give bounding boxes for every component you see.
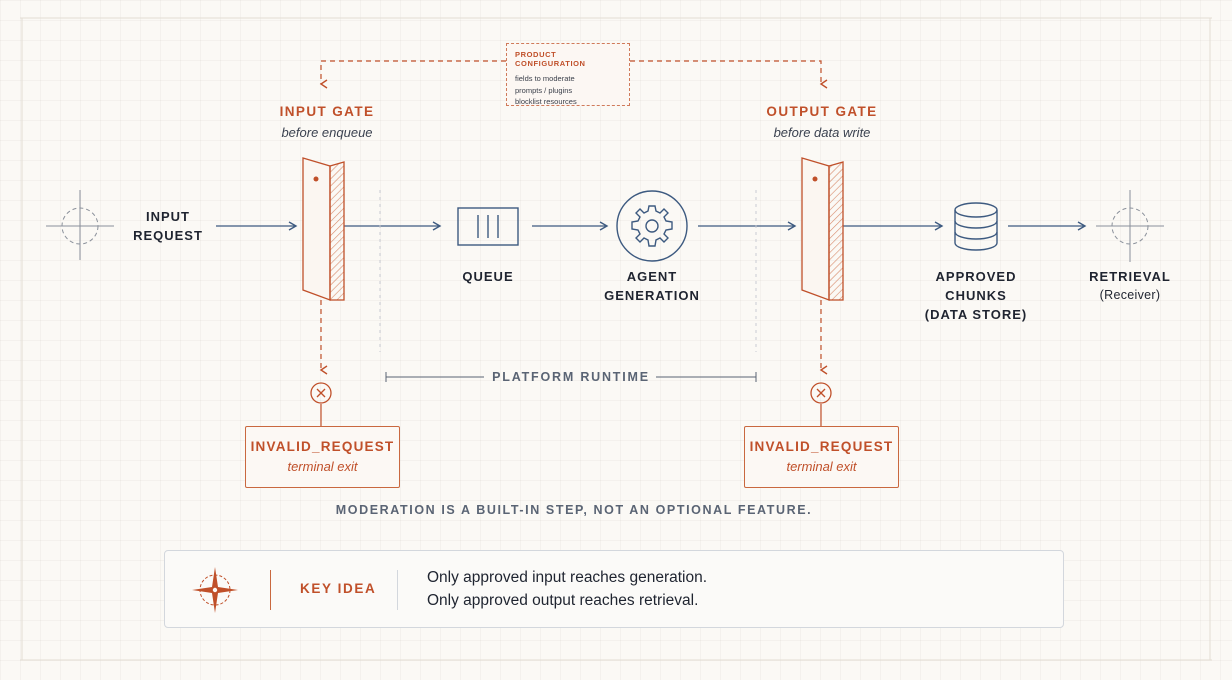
retrieval-label: RETRIEVAL (Receiver) bbox=[1089, 267, 1171, 305]
exit-subtitle: terminal exit bbox=[786, 459, 857, 474]
approved-chunks-label: APPROVED CHUNKS (DATA STORE) bbox=[925, 267, 1028, 324]
input-gate-subtitle: before enqueue bbox=[281, 125, 373, 140]
config-item: blocklist resources bbox=[515, 97, 577, 106]
frame-lines bbox=[20, 17, 1212, 661]
agent-line: GENERATION bbox=[604, 288, 700, 303]
exit-subtitle: terminal exit bbox=[287, 459, 358, 474]
queue-label: QUEUE bbox=[462, 269, 514, 284]
agent-generation-label: AGENT GENERATION bbox=[604, 267, 700, 305]
database-icon bbox=[954, 202, 998, 251]
input-gate-icon bbox=[302, 157, 345, 301]
runtime-bracket bbox=[379, 190, 757, 382]
config-title: PRODUCT CONFIGURATION bbox=[515, 50, 586, 68]
reject-icon bbox=[810, 382, 832, 404]
output-gate-icon bbox=[801, 157, 844, 301]
key-idea-line: Only approved input reaches generation. bbox=[427, 569, 708, 586]
input-crosshair-icon bbox=[46, 190, 114, 260]
retrieval-receiver: (Receiver) bbox=[1099, 288, 1161, 302]
platform-runtime-label: PLATFORM RUNTIME bbox=[492, 370, 650, 384]
exit-title: INVALID_REQUEST bbox=[250, 439, 395, 454]
agent-line: AGENT bbox=[626, 269, 678, 284]
invalid-request-exit-output: INVALID_REQUEST terminal exit bbox=[744, 426, 899, 488]
input-gate-title: INPUT GATE bbox=[279, 104, 375, 119]
config-item: prompts / plugins bbox=[515, 85, 573, 95]
reject-icon bbox=[310, 382, 332, 404]
gear-icon bbox=[616, 190, 688, 262]
output-gate-subtitle: before data write bbox=[773, 125, 871, 140]
exit-title: INVALID_REQUEST bbox=[749, 439, 894, 454]
key-divider-accent bbox=[270, 570, 272, 610]
config-item: fields to moderate bbox=[515, 74, 575, 83]
moderation-note: MODERATION IS A BUILT-IN STEP, NOT AN OP… bbox=[335, 503, 813, 517]
key-idea-panel: KEY IDEA Only approved input reaches gen… bbox=[164, 550, 1064, 628]
input-request-label: INPUT REQUEST bbox=[133, 207, 203, 245]
key-idea-line: Only approved output reaches retrieval. bbox=[427, 592, 699, 609]
approved-line: CHUNKS bbox=[945, 288, 1007, 303]
input-request-line: INPUT bbox=[146, 209, 190, 224]
output-gate-title: OUTPUT GATE bbox=[766, 104, 878, 119]
queue-icon bbox=[457, 207, 519, 246]
key-idea-label: KEY IDEA bbox=[300, 581, 377, 596]
invalid-request-exit-input: INVALID_REQUEST terminal exit bbox=[245, 426, 400, 488]
key-divider bbox=[397, 570, 399, 610]
reject-connectors bbox=[319, 300, 828, 426]
compass-star-icon bbox=[192, 567, 238, 613]
config-connector bbox=[319, 60, 828, 89]
product-configuration-box: PRODUCT CONFIGURATION fields to moderate… bbox=[506, 43, 630, 106]
retrieval-line: RETRIEVAL bbox=[1089, 269, 1171, 284]
approved-line: (DATA STORE) bbox=[924, 307, 1028, 322]
retrieval-crosshair-icon bbox=[1096, 190, 1164, 262]
input-request-line: REQUEST bbox=[133, 228, 203, 243]
approved-line: APPROVED bbox=[935, 269, 1017, 284]
